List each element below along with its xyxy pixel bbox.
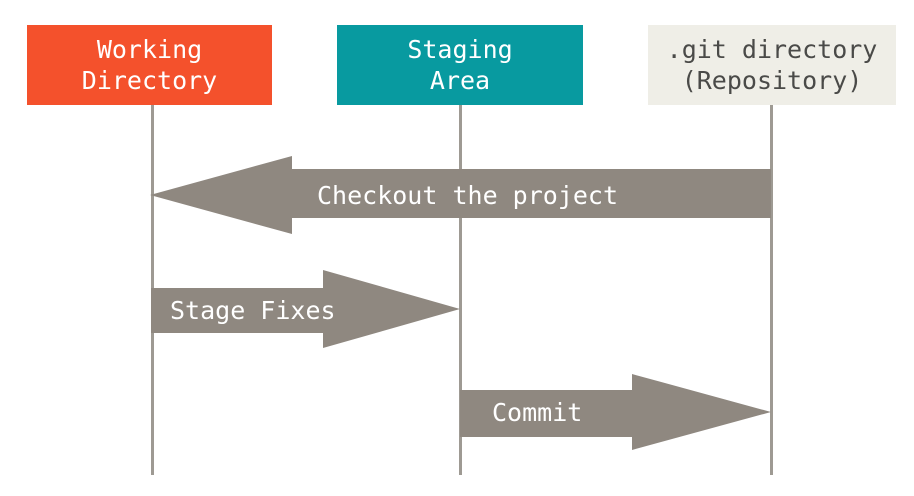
node-working-directory-label-line-1: Working xyxy=(96,35,203,64)
arrow-stage-fixes xyxy=(151,270,460,348)
arrow-label-commit: Commit xyxy=(492,398,583,427)
arrow-label-stage-fixes: Stage Fixes xyxy=(170,296,336,325)
arrow-checkout-the-project xyxy=(150,156,771,234)
node-staging-area[interactable]: Staging Area xyxy=(337,25,583,105)
arrow-commit xyxy=(460,374,771,450)
node-staging-area-label-line-2: Area xyxy=(429,66,491,95)
node-git-directory[interactable]: .git directory (Repository) xyxy=(648,25,896,105)
node-git-directory-label-line-2: (Repository) xyxy=(681,66,863,95)
node-staging-area-label-line-1: Staging xyxy=(407,35,513,64)
lifeline-staging-area xyxy=(459,105,462,475)
node-working-directory[interactable]: Working Directory xyxy=(27,25,272,105)
node-working-directory-label-line-2: Directory xyxy=(81,66,218,95)
lifeline-git-directory xyxy=(770,105,773,475)
arrow-label-checkout: Checkout the project xyxy=(317,181,619,210)
node-git-directory-label-line-1: .git directory xyxy=(666,35,878,64)
